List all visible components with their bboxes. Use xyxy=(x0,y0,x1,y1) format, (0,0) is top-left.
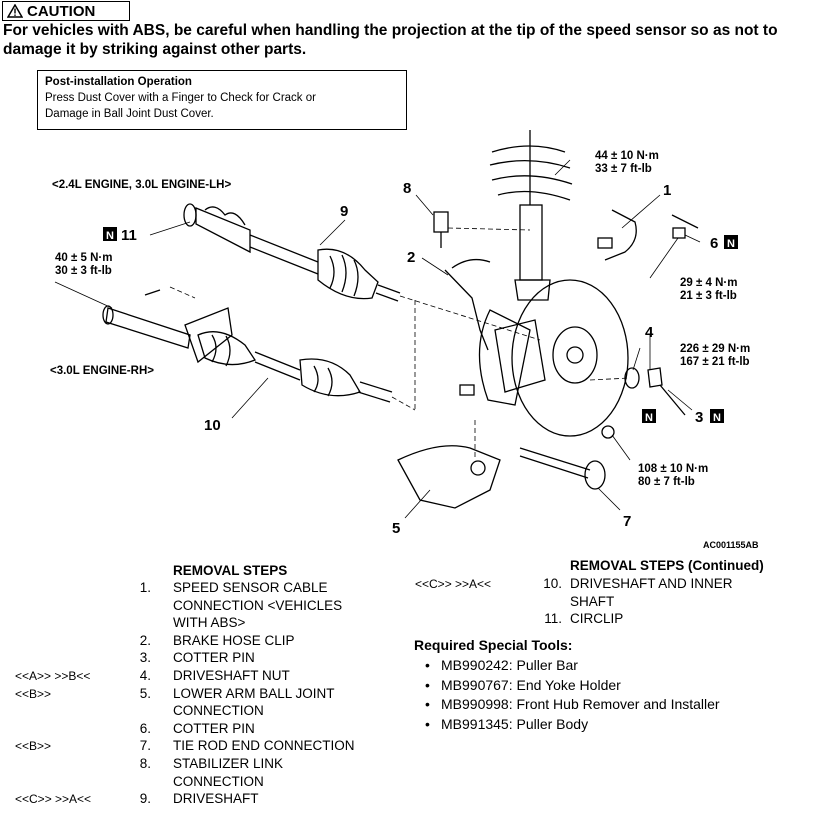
special-tool-bullet-4: • xyxy=(425,715,430,732)
removal-step-cont-text-2-1: CIRCLIP xyxy=(570,611,624,627)
callout-4: 4 xyxy=(645,324,654,341)
special-tool-4: MB991345: Puller Body xyxy=(441,715,589,732)
figure-code: AC001155AB xyxy=(703,540,759,550)
special-tool-1: MB990242: Puller Bar xyxy=(441,657,578,673)
removal-step-text-5-1: LOWER ARM BALL JOINT xyxy=(173,685,335,701)
removal-step-num-7: 7. xyxy=(139,738,151,754)
torque-1-nm: 44 ± 10 N·m xyxy=(595,150,659,162)
removal-step-text-2-1: BRAKE HOSE CLIP xyxy=(173,632,295,648)
new-part-marker-nut: N xyxy=(642,409,656,424)
special-tool-bullet-1: • xyxy=(425,657,430,673)
removal-step-text-7-1: TIE ROD END CONNECTION xyxy=(173,738,355,754)
svg-text:N: N xyxy=(727,238,735,250)
removal-step-text-1-3: WITH ABS> xyxy=(173,615,246,631)
callout-2: 2 xyxy=(407,249,415,266)
torque-5-ftlb: 80 ± 7 ft-lb xyxy=(638,476,695,488)
driveshaft-rh-illustration xyxy=(102,305,393,403)
svg-text:N: N xyxy=(645,412,653,424)
removal-step-cont-ref-1: <<C>> >>A<< xyxy=(415,577,492,591)
callout-9: 9 xyxy=(340,203,348,220)
tie-rod-illustration xyxy=(519,425,615,490)
special-tool-2: MB990767: End Yoke Holder xyxy=(441,676,621,693)
removal-step-ref-9: <<C>> >>A<< xyxy=(15,792,92,807)
removal-step-text-8-1: STABILIZER LINK xyxy=(173,756,284,771)
torque-3-ftlb: 21 ± 3 ft-lb xyxy=(680,290,737,302)
special-tool-bullet-3: • xyxy=(425,696,430,712)
removal-step-text-8-2: CONNECTION xyxy=(173,773,264,789)
post-installation-box: Post-installation Operation Press Dust C… xyxy=(37,70,407,130)
callout-7: 7 xyxy=(623,513,631,530)
removal-step-num-1: 1. xyxy=(139,580,151,595)
removal-step-cont-num-2: 11. xyxy=(544,611,562,627)
removal-step-text-5-2: CONNECTION xyxy=(173,703,264,719)
removal-step-num-4: 4. xyxy=(139,668,151,683)
removal-step-text-1-2: CONNECTION <VEHICLES xyxy=(173,597,343,613)
removal-step-num-3: 3. xyxy=(139,650,151,666)
callout-1: 1 xyxy=(663,182,671,199)
removal-step-num-6: 6. xyxy=(139,720,151,736)
removal-step-text-9-1: DRIVESHAFT xyxy=(173,791,259,807)
svg-text:N: N xyxy=(713,412,721,424)
stabilizer-link-illustration xyxy=(433,211,449,248)
driveshaft-lh-illustration xyxy=(183,203,401,302)
caution-text: For vehicles with ABS, be careful when h… xyxy=(3,22,778,58)
new-part-marker-11: N xyxy=(103,227,117,242)
torque-1-ftlb: 33 ± 7 ft-lb xyxy=(595,163,652,175)
removal-step-ref-5: <<B>> xyxy=(15,686,52,701)
removal-step-num-8: 8. xyxy=(139,756,151,771)
special-tool-3: MB990998: Front Hub Remover and Installe… xyxy=(441,696,720,712)
removal-step-ref-4: <<A>> >>B<< xyxy=(15,669,91,683)
knuckle-hub-illustration xyxy=(478,279,686,437)
front-axle-diagram: <2.4L ENGINE, 3.0L ENGINE-LH> <3.0L ENGI… xyxy=(50,130,759,550)
torque-4-ftlb: 167 ± 21 ft-lb xyxy=(680,356,750,368)
torque-2-ftlb: 30 ± 3 ft-lb xyxy=(55,265,112,277)
callout-8: 8 xyxy=(403,180,411,197)
torque-5-nm: 108 ± 10 N·m xyxy=(638,463,708,475)
strut-spring-illustration xyxy=(489,130,573,301)
removal-steps-title: REMOVAL STEPS xyxy=(173,563,288,578)
brake-hose-illustration xyxy=(444,209,699,351)
callout-5: 5 xyxy=(392,520,400,537)
callout-6: 6 xyxy=(710,235,718,252)
removal-steps-continued-title: REMOVAL STEPS (Continued) xyxy=(570,558,764,573)
caution-badge: CAUTION xyxy=(2,1,130,21)
warning-triangle-icon xyxy=(7,4,23,18)
special-tool-bullet-2: • xyxy=(425,676,430,693)
removal-step-text-1-1: SPEED SENSOR CABLE xyxy=(173,580,328,595)
torque-3-nm: 29 ± 4 N·m xyxy=(680,277,737,289)
lower-arm-illustration xyxy=(397,445,501,509)
removal-step-text-6-1: COTTER PIN xyxy=(173,720,255,736)
new-part-marker-6: N xyxy=(724,235,738,250)
removal-step-ref-7: <<B>> xyxy=(15,739,52,754)
callout-11: 11 xyxy=(121,227,137,244)
removal-step-num-9: 9. xyxy=(139,791,151,807)
removal-step-text-3-1: COTTER PIN xyxy=(173,650,255,666)
svg-text:N: N xyxy=(106,230,114,242)
engine-lh-label: <2.4L ENGINE, 3.0L ENGINE-LH> xyxy=(52,179,231,191)
new-part-marker-3: N xyxy=(710,409,724,424)
removal-step-cont-num-1: 10. xyxy=(543,576,562,591)
post-installation-line-2: Damage in Ball Joint Dust Cover. xyxy=(45,108,214,120)
torque-2-nm: 40 ± 5 N·m xyxy=(55,252,112,264)
removal-step-num-2: 2. xyxy=(139,632,151,648)
callout-3: 3 xyxy=(695,409,703,426)
removal-step-cont-text-1-1: DRIVESHAFT AND INNER xyxy=(570,576,733,591)
removal-step-cont-text-1-2: SHAFT xyxy=(570,593,615,609)
post-installation-title: Post-installation Operation xyxy=(45,76,192,88)
torque-4-nm: 226 ± 29 N·m xyxy=(680,343,750,355)
caution-label: CAUTION xyxy=(27,2,96,20)
removal-step-num-5: 5. xyxy=(139,685,151,701)
removal-step-text-4-1: DRIVESHAFT NUT xyxy=(173,668,290,683)
callout-10: 10 xyxy=(204,417,221,434)
post-installation-line-1: Press Dust Cover with a Finger to Check … xyxy=(45,92,316,104)
special-tools-title: Required Special Tools: xyxy=(414,637,573,653)
engine-rh-label: <3.0L ENGINE-RH> xyxy=(50,365,154,377)
